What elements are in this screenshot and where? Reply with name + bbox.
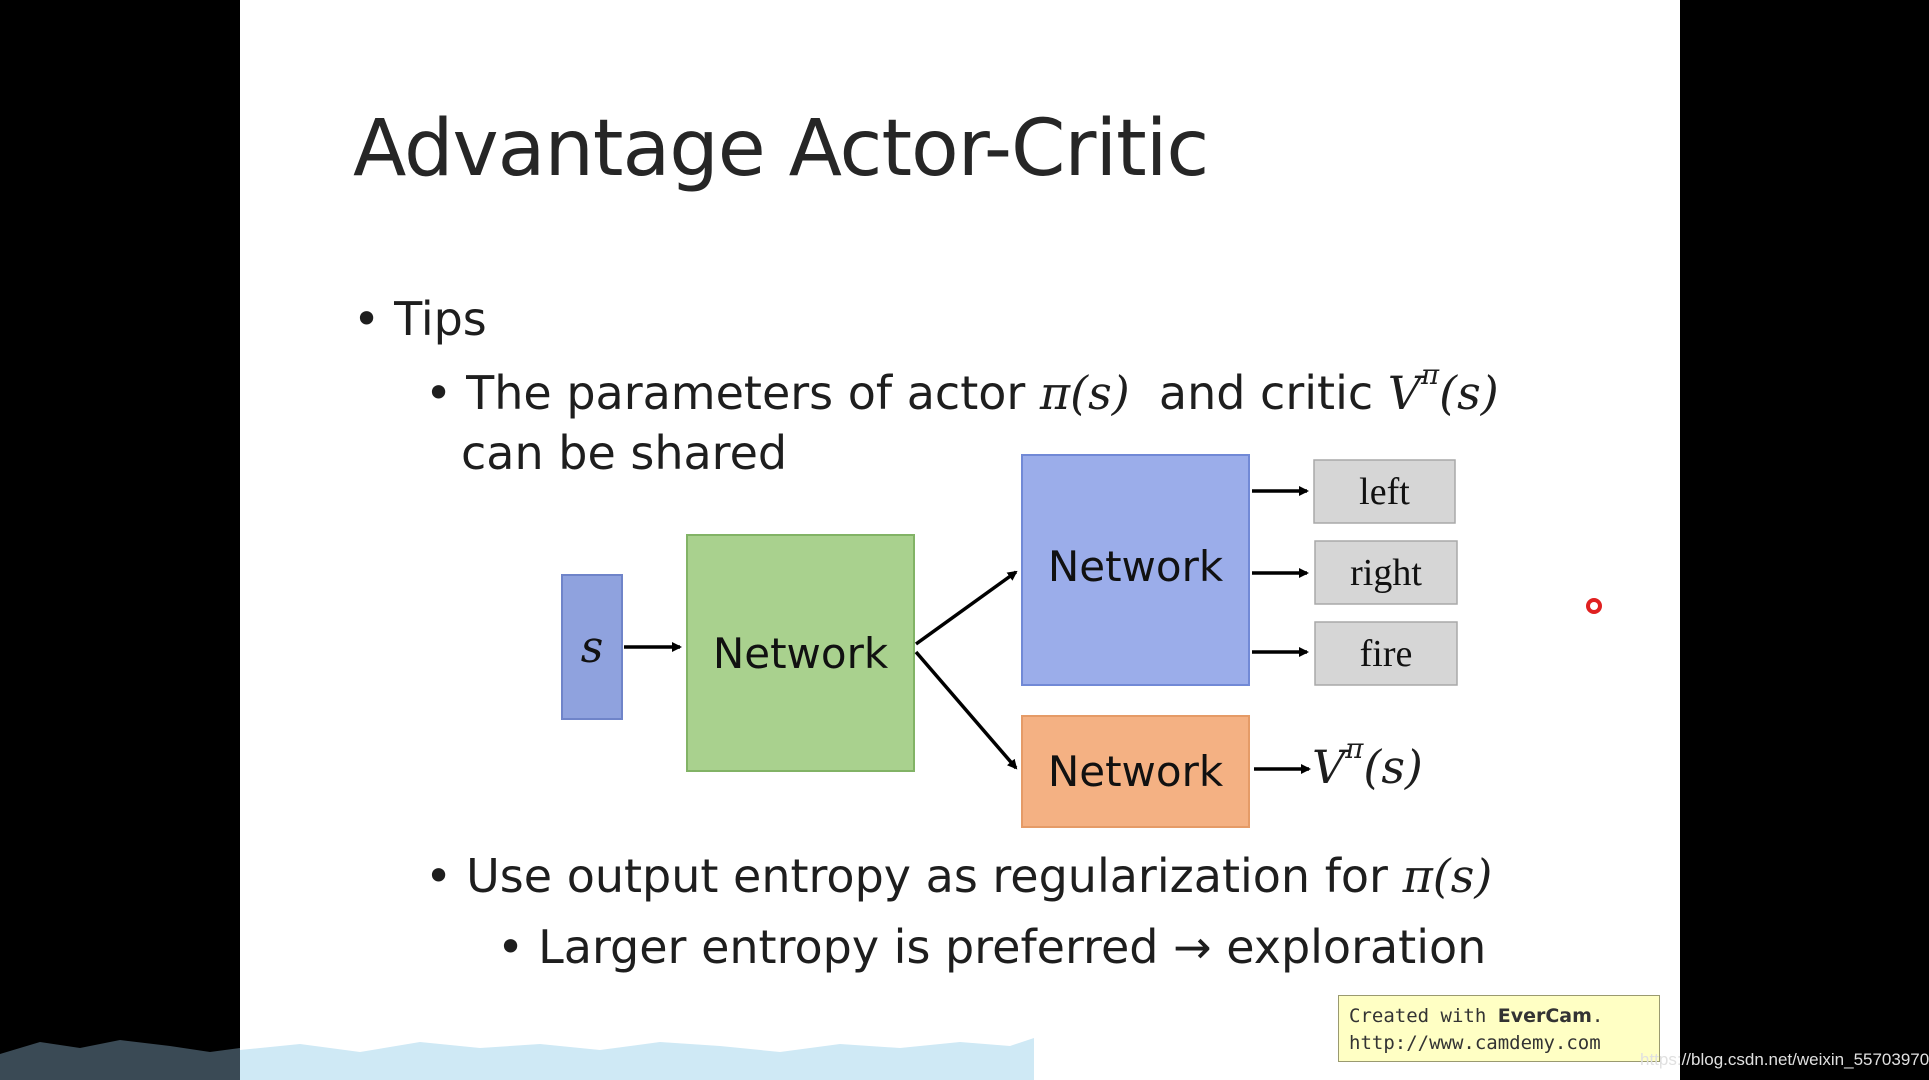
critic-math: Vπ(s) <box>1387 361 1499 420</box>
action-label-fire: fire <box>1359 632 1413 675</box>
actor-network-label: Network <box>1047 542 1224 591</box>
actor-math: π(s) <box>1039 366 1130 420</box>
bullet-shared-mid: and critic <box>1129 366 1388 420</box>
action-box-right <box>1314 540 1458 605</box>
critic-network-label: Network <box>1047 747 1224 796</box>
input-box <box>561 574 623 720</box>
bullet-shared-params: •The parameters of actor π(s) and critic… <box>425 361 1499 420</box>
watermark-url: http://www.camdemy.com <box>1349 1032 1601 1054</box>
watermark-brand: EverCam <box>1497 1005 1592 1027</box>
entropy-math: π(s) <box>1402 849 1493 903</box>
bullet-dot: • <box>497 920 525 974</box>
bullet-entropy-text: Use output entropy as regularization for <box>466 849 1403 903</box>
bullet-dot: • <box>425 849 453 903</box>
pointer-cursor-icon <box>1586 598 1602 614</box>
arrow-shared-to-critic <box>914 650 1018 770</box>
watermark-prefix: Created with <box>1349 1005 1498 1027</box>
bullet-dot: • <box>425 366 453 420</box>
bullet-dot: • <box>353 292 381 346</box>
critic-math-arg: (s) <box>1439 366 1499 420</box>
watermark-suffix: . <box>1591 1005 1604 1027</box>
bullet-shared-line2: can be shared <box>461 426 788 480</box>
critic-output-label: Vπ(s) <box>1312 735 1423 794</box>
slide: Advantage Actor-Critic •Tips •The parame… <box>240 0 1680 1080</box>
bullet-exploration-text: Larger entropy is preferred → exploratio… <box>538 920 1487 974</box>
bullet-exploration: •Larger entropy is preferred → explorati… <box>497 920 1486 974</box>
network-diagram <box>561 454 1458 828</box>
critic-math-base: V <box>1387 366 1421 420</box>
input-label: s <box>580 621 604 673</box>
bullet-shared-text: The parameters of actor <box>466 366 1040 420</box>
critic-output-base: V <box>1312 740 1346 794</box>
bullet-tips: •Tips <box>353 292 487 346</box>
slide-title: Advantage Actor-Critic <box>353 104 1209 194</box>
action-box-fire <box>1314 621 1458 686</box>
shared-network-label: Network <box>712 628 889 678</box>
actor-network-box <box>1021 454 1250 686</box>
action-box-left <box>1313 459 1456 524</box>
arrow-shared-to-actor <box>914 570 1018 646</box>
video-progress-shape <box>0 1038 1034 1080</box>
action-label-left: left <box>1359 470 1410 513</box>
critic-output-arg: (s) <box>1363 740 1423 794</box>
shared-network-box <box>686 534 915 772</box>
bullet-tips-text: Tips <box>394 292 487 346</box>
critic-output-sup: π <box>1345 732 1364 766</box>
evercam-watermark: Created with EverCam. http://www.camdemy… <box>1338 995 1660 1062</box>
critic-network-box <box>1021 715 1250 828</box>
bullet-entropy: •Use output entropy as regularization fo… <box>425 849 1492 903</box>
critic-math-sup: π <box>1421 358 1440 392</box>
action-label-right: right <box>1350 551 1422 594</box>
source-credit: https://blog.csdn.net/weixin_55703970 <box>1640 1050 1929 1069</box>
